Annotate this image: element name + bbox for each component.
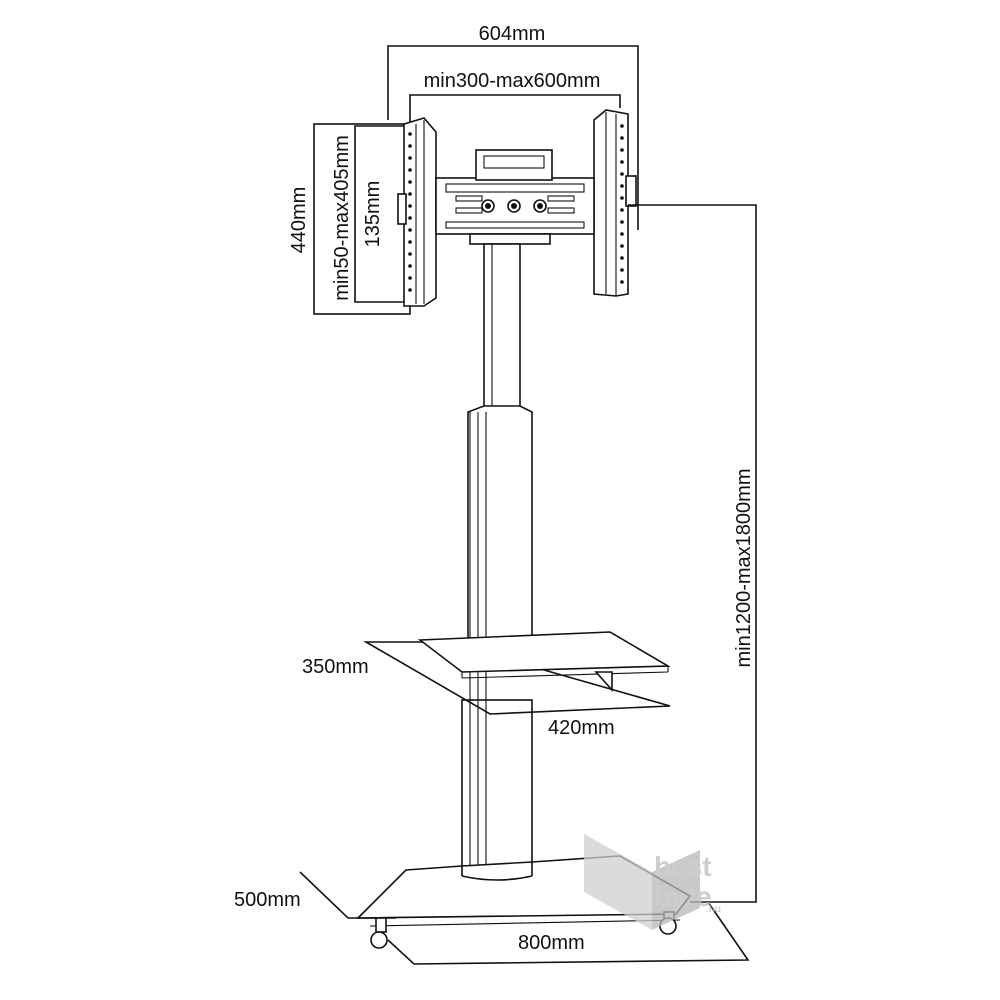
dimension-line-stand-height (628, 204, 757, 903)
mount-bolt-center (507, 199, 521, 213)
mount-plate-slot-top (445, 183, 585, 193)
stand-column (461, 243, 533, 873)
mount-plate-slot-right-1 (547, 195, 575, 202)
horizontal-mount-plate (435, 149, 595, 245)
dimension-stand-height: min1200-max1800mm (628, 204, 757, 903)
tilt-head-detail (483, 155, 545, 169)
watermark-logo: best byte .hu (584, 834, 721, 930)
label-vesa-width: min300-max600mm (424, 70, 601, 92)
dimension-outline-shelf (363, 641, 671, 715)
dimension-line-vesa-width (409, 94, 621, 124)
base-plate-front (357, 913, 677, 919)
label-500mm: 500mm (234, 889, 301, 911)
column-upper (483, 243, 521, 415)
dimension-vesa-width: min300-max600mm (409, 70, 621, 124)
mount-plate-slot-bottom (445, 221, 585, 229)
dimension-604mm: 604mm (387, 23, 639, 230)
shelf-plate (417, 631, 671, 673)
left-arm-outline (403, 117, 437, 307)
glass-shelf: 350mm 420mm (302, 631, 671, 739)
watermark-text-line2: byte (654, 881, 712, 912)
label-440mm: 440mm (288, 187, 310, 254)
mount-plate-slot-left-2 (455, 207, 483, 214)
label-800mm: 800mm (518, 932, 585, 954)
right-arm-clip (625, 175, 637, 207)
right-bracket-arm (593, 109, 637, 297)
dimension-box-vesa-height (354, 125, 410, 303)
base-column-collar (461, 875, 533, 881)
mount-plate-slot-left-1 (455, 195, 483, 202)
tilt-head (475, 149, 553, 181)
column-lower-bottom (461, 699, 533, 873)
dimension-135mm: 135mm (362, 181, 384, 248)
label-350mm: 350mm (302, 656, 369, 678)
label-135mm: 135mm (362, 181, 384, 248)
label-vesa-height: min50-max405mm (331, 135, 353, 301)
dimension-vesa-height: min50-max405mm (331, 125, 410, 303)
label-604mm: 604mm (479, 23, 546, 45)
right-arm-outline (593, 109, 629, 297)
column-collar (469, 233, 551, 245)
watermark-cube-left (584, 834, 652, 930)
label-stand-height: min1200-max1800mm (733, 469, 755, 668)
caster-left (370, 917, 388, 949)
shelf-bracket (594, 671, 613, 693)
mount-bolt-right (533, 199, 547, 213)
watermark-cube-right (652, 850, 700, 930)
shelf-edge-bottom (461, 671, 669, 679)
right-arm-holes (620, 124, 624, 284)
base-plate-underside (369, 919, 681, 927)
watermark-text-line1: best (654, 851, 712, 882)
label-420mm: 420mm (548, 717, 615, 739)
dimension-base-bottom (387, 901, 750, 965)
dimension-line-604 (387, 45, 639, 230)
left-arm-clip (397, 193, 407, 225)
mount-plate-slot-right-2 (547, 207, 575, 214)
left-bracket-arm (397, 117, 437, 307)
mount-bolt-left (481, 199, 495, 213)
watermark-suffix: .hu (706, 904, 721, 915)
left-arm-holes (408, 132, 412, 292)
